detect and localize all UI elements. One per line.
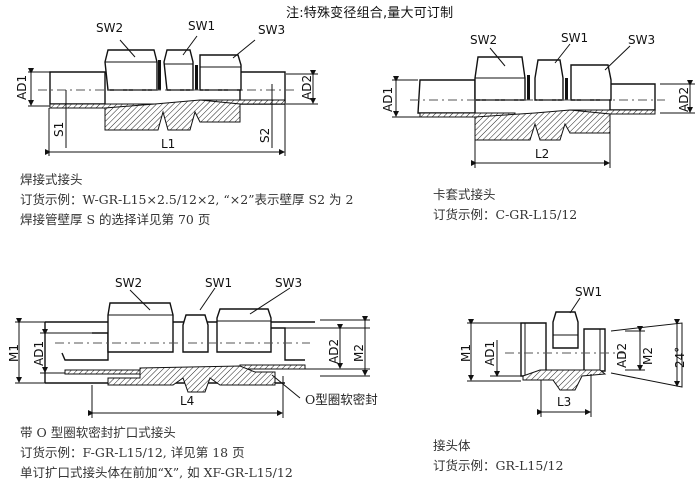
nut-sw1 — [534, 59, 564, 101]
label-ad1: AD1 — [15, 75, 29, 100]
right-tube-wall — [239, 364, 306, 370]
label-angle: 24° — [673, 347, 687, 368]
nut-sw3 — [570, 64, 612, 101]
caption-title: 卡套式接头 — [433, 187, 496, 202]
label-sw3: SW3 — [628, 33, 655, 47]
caption-title: 焊接式接头 — [20, 172, 83, 187]
label-oring-seal: O型圈软密封 — [305, 392, 378, 407]
label-ad1: AD1 — [483, 341, 497, 366]
label-sw2: SW2 — [470, 33, 497, 47]
caption-flared-oring: 带 O 型圈软密封扩口式接头 订货示例：F-GR-L15/12, 详见第 18 … — [20, 423, 293, 483]
caption-title: 带 O 型圈软密封扩口式接头 — [20, 425, 176, 440]
caption-welded: 焊接式接头 订货示例：W-GR-L15×2.5/12×2, “×2”表示壁厚 S… — [20, 170, 353, 230]
caption-ferrule: 卡套式接头 订货示例：C-GR-L15/12 — [433, 185, 577, 225]
caption-order-example: 订货示例：C-GR-L15/12 — [433, 207, 578, 222]
nut-sw1 — [163, 49, 194, 91]
figure-flared-oring: SW2 SW1 SW3 M1 AD1 AD2 M2 L4 O型圈软密封 — [7, 276, 378, 418]
label-ad1: AD1 — [32, 341, 46, 366]
left-tube-wall — [64, 369, 146, 375]
label-sw1: SW1 — [575, 285, 602, 299]
nut-sw2 — [107, 302, 174, 353]
label-sw2: SW2 — [115, 276, 142, 290]
label-m2: M2 — [352, 344, 366, 362]
label-m1: M1 — [7, 344, 21, 362]
label-sw3: SW3 — [258, 23, 285, 37]
left-tube — [49, 71, 106, 105]
label-l3: L3 — [557, 395, 571, 409]
body-section — [104, 99, 241, 131]
label-l1: L1 — [161, 137, 175, 151]
figure-ferrule: SW2 SW1 SW3 AD1 AD2 L2 — [381, 31, 695, 168]
caption-title: 接头体 — [433, 438, 471, 453]
body-section — [474, 109, 611, 141]
label-s1: S1 — [52, 122, 66, 137]
figure-body: SW1 M1 AD1 AD2 M2 24° L3 — [459, 285, 687, 417]
label-sw1: SW1 — [188, 19, 215, 33]
caption-order-example: 订货示例：GR-L15/12 — [433, 458, 564, 473]
label-ad2: AD2 — [327, 339, 341, 364]
label-sw1: SW1 — [561, 31, 588, 45]
right-thread — [583, 328, 606, 372]
label-m1: M1 — [459, 344, 473, 362]
right-tube — [609, 83, 656, 111]
caption-note: 焊接管壁厚 S 的选择详见第 70 页 — [20, 212, 211, 227]
label-m2: M2 — [641, 347, 655, 365]
caption-order-example: 订货示例：W-GR-L15×2.5/12×2, “×2”表示壁厚 S2 为 2 — [20, 192, 354, 207]
label-sw3: SW3 — [275, 276, 302, 290]
left-flare — [61, 332, 109, 361]
nut-sw3 — [199, 54, 242, 91]
caption-order-example: 订货示例：F-GR-L15/12, 详见第 18 页 — [20, 445, 245, 460]
left-tube — [417, 79, 476, 114]
body-section — [107, 365, 276, 393]
label-ad1: AD1 — [381, 87, 395, 112]
caption-note: 单订扩口式接头体在前加“X”, 如 XF-GR-L15/12 — [20, 465, 293, 480]
label-ad2: AD2 — [615, 343, 629, 368]
caption-body: 接头体 订货示例：GR-L15/12 — [433, 436, 563, 476]
nut-sw3 — [216, 308, 272, 353]
hex-sw1 — [552, 311, 579, 349]
nut-sw2 — [104, 49, 158, 91]
note-text: 注:特殊变径组合,量大可订制 — [286, 6, 454, 21]
label-sw1: SW1 — [205, 276, 232, 290]
label-l4: L4 — [180, 394, 194, 408]
right-flare — [270, 327, 305, 361]
label-ad2: AD2 — [677, 87, 691, 112]
right-tube — [239, 71, 286, 105]
label-l2: L2 — [535, 147, 549, 161]
figure-welded: SW2 SW1 SW3 AD1 AD2 S1 S2 L1 — [15, 19, 318, 156]
label-sw2: SW2 — [96, 21, 123, 35]
label-s2: S2 — [258, 128, 272, 143]
label-ad2: AD2 — [300, 75, 314, 100]
nut-sw1 — [182, 314, 209, 353]
